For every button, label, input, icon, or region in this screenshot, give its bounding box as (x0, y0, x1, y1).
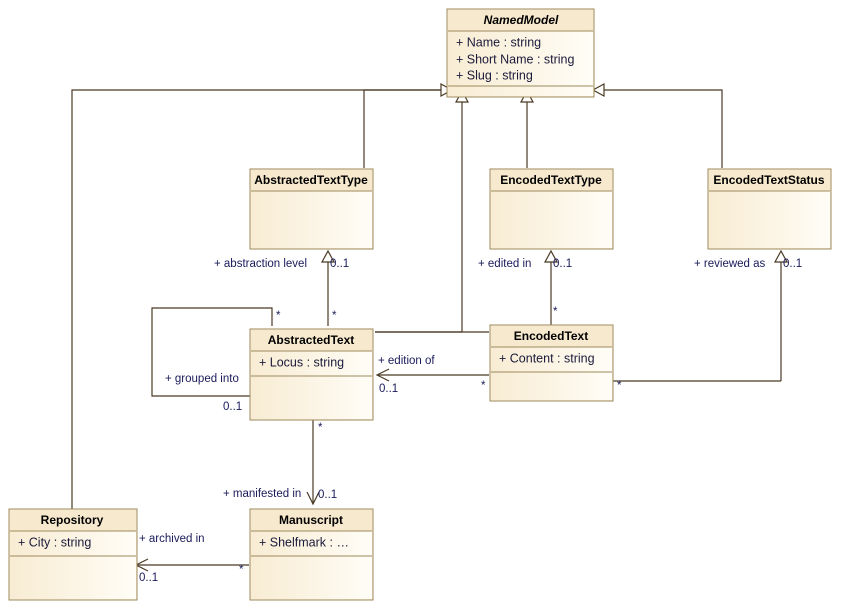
association-edition-of[interactable]: + edition of 0..1 * (375, 331, 489, 395)
class-title-namedmodel: NamedModel (484, 13, 559, 27)
assoc-label-manifested-in: + manifested in (223, 488, 301, 500)
class-box-encodedtexttype[interactable]: EncodedTextType (489, 168, 614, 250)
class-box-encodedtextstatus[interactable]: EncodedTextStatus (707, 168, 832, 250)
assoc-mult-edited-in-target: 0..1 (553, 258, 572, 270)
assoc-label-grouped-into: + grouped into (165, 373, 239, 385)
assoc-mult-grouped-into-source: * (276, 310, 281, 322)
class-attr-namedmodel-1: + Short Name : string (456, 52, 574, 66)
generalization-abstractedtexttype-to-namedmodel[interactable] (363, 89, 441, 168)
assoc-label-edition-of: + edition of (378, 355, 435, 367)
assoc-label-archived-in: + archived in (139, 533, 205, 545)
class-box-namedmodel[interactable]: NamedModel + Name : string + Short Name … (446, 8, 595, 98)
class-title-abstractedtexttype: AbstractedTextType (254, 173, 368, 187)
assoc-label-reviewed-as: + reviewed as (694, 258, 766, 270)
assoc-mult-edition-of-target: 0..1 (379, 383, 398, 395)
class-attr-namedmodel-0: + Name : string (456, 35, 541, 49)
class-box-encodedtext[interactable]: EncodedText + Content : string (489, 324, 614, 402)
class-title-encodedtexttype: EncodedTextType (500, 173, 602, 187)
assoc-mult-manifested-in-target: 0..1 (318, 489, 337, 501)
assoc-mult-abstraction-level-source: * (332, 310, 337, 322)
class-title-repository: Repository (41, 513, 104, 527)
class-title-encodedtext: EncodedText (514, 329, 588, 343)
class-attr-repository-0: + City : string (18, 535, 91, 549)
association-archived-in[interactable]: + archived in 0..1 * (134, 533, 249, 584)
generalization-encodedtexttype-to-namedmodel[interactable] (519, 89, 535, 168)
generalization-repository-to-namedmodel[interactable] (71, 82, 454, 510)
class-attr-namedmodel-2: + Slug : string (456, 68, 533, 82)
association-manifested-in[interactable]: + manifested in 0..1 * (223, 420, 337, 506)
class-box-abstractedtext[interactable]: AbstractedText + Locus : string (249, 328, 374, 421)
class-title-manuscript: Manuscript (279, 513, 343, 527)
association-abstraction-level[interactable]: + abstraction level 0..1 * (214, 249, 349, 326)
class-attr-manuscript-0: + Shelfmark : … (259, 535, 349, 549)
association-edited-in[interactable]: + edited in 0..1 * (478, 249, 572, 326)
generalization-abstractedtext-to-namedmodel[interactable] (375, 89, 470, 333)
class-attr-abstractedtext-0: + Locus : string (259, 355, 344, 369)
class-box-repository[interactable]: Repository + City : string (8, 508, 138, 601)
assoc-mult-abstraction-level-target: 0..1 (330, 258, 349, 270)
assoc-mult-grouped-into-target: 0..1 (223, 401, 242, 413)
class-attr-encodedtext-0: + Content : string (499, 351, 595, 365)
class-box-manuscript[interactable]: Manuscript + Shelfmark : … (249, 508, 374, 601)
generalization-encodedtextstatus-to-namedmodel[interactable] (591, 82, 723, 168)
assoc-mult-reviewed-as-source: * (617, 380, 622, 392)
assoc-mult-reviewed-as-target: 0..1 (783, 258, 802, 270)
class-box-abstractedtexttype[interactable]: AbstractedTextType (249, 168, 374, 250)
assoc-mult-edition-of-source: * (481, 380, 486, 392)
assoc-mult-edited-in-source: * (553, 306, 558, 318)
assoc-mult-manifested-in-source: * (318, 422, 323, 434)
class-title-encodedtextstatus: EncodedTextStatus (713, 173, 824, 187)
association-reviewed-as[interactable]: + reviewed as 0..1 * (612, 249, 802, 392)
assoc-label-edited-in: + edited in (478, 258, 531, 270)
assoc-label-abstraction-level: + abstraction level (214, 258, 307, 270)
class-title-abstractedtext: AbstractedText (268, 333, 354, 347)
assoc-mult-archived-in-target: 0..1 (139, 572, 158, 584)
assoc-mult-archived-in-source: * (239, 564, 244, 576)
